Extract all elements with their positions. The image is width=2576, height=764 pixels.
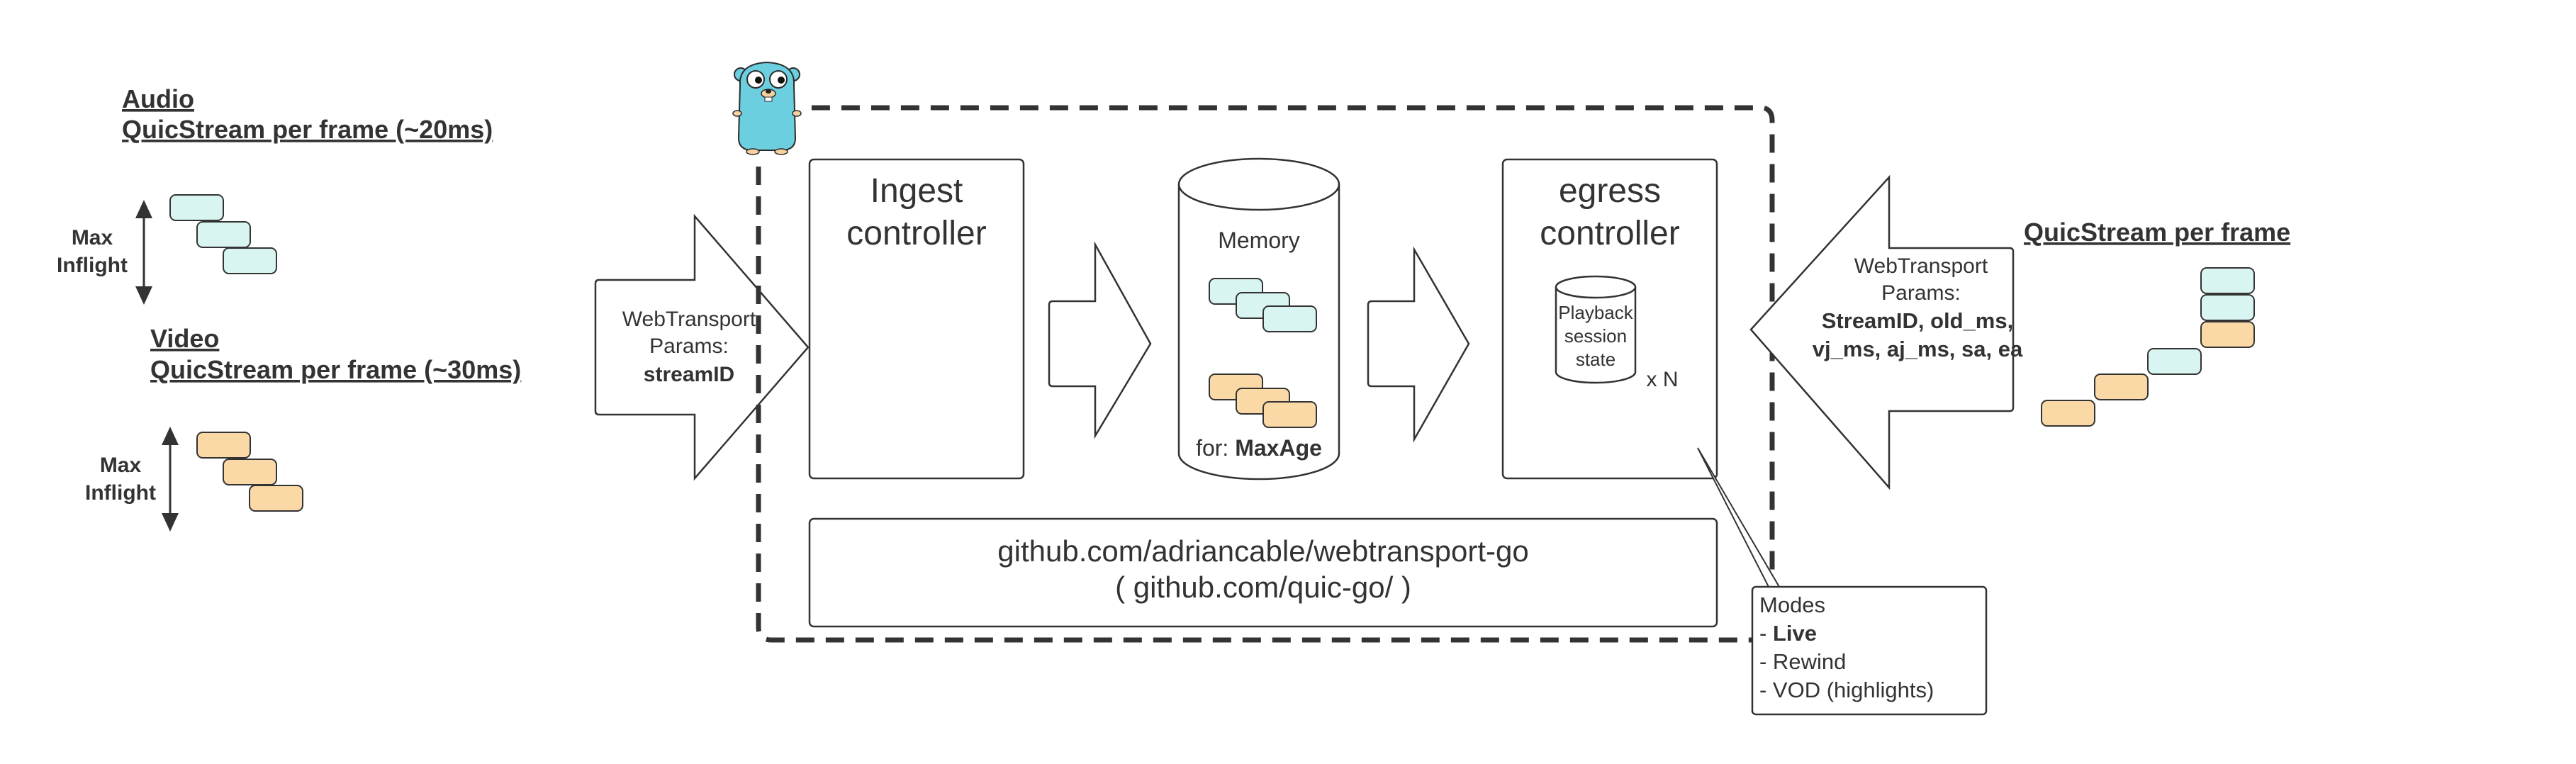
modes-item-live-prefix: -	[1759, 621, 1773, 646]
video-frame	[196, 432, 251, 459]
audio-frame	[196, 221, 251, 248]
memory-to-egress-arrow	[1367, 246, 1470, 443]
ingest-controller-line2: controller	[846, 215, 986, 252]
modes-title: Modes	[1759, 592, 1825, 617]
session-line2: session	[1564, 325, 1627, 347]
video-frame	[249, 485, 303, 512]
modes-item-rewind: - Rewind	[1759, 649, 1846, 674]
modes-item-live: - Live	[1759, 621, 1817, 646]
video-inflight-arrow-down	[162, 513, 179, 532]
library-box: github.com/adriancable/webtransport-go (…	[808, 517, 1718, 628]
client-frames: QuicStream per frame	[2024, 218, 2290, 427]
memory-label: Memory	[1218, 227, 1300, 253]
ingest-controller: Ingest controller	[808, 158, 1025, 480]
video-inflight-label-1: Max	[100, 454, 142, 477]
video-subtitle: QuicStream per frame (~30ms)	[150, 355, 521, 384]
right-label: QuicStream per frame	[2024, 218, 2290, 247]
audio-inflight-label-1: Max	[72, 226, 113, 249]
modes-item-live-label: Live	[1773, 621, 1817, 646]
audio-frame	[169, 194, 224, 221]
session-line1: Playback	[1558, 302, 1633, 323]
ingest-controller-line1: Ingest	[870, 172, 963, 210]
modes-callout: Modes - Live - Rewind - VOD (highlights)	[1697, 447, 1988, 716]
video-title: Video	[150, 324, 219, 353]
audio-inflight-label-2: Inflight	[57, 254, 128, 277]
memory-video-frame	[1262, 401, 1317, 428]
egress-controller: egress controller Playback session state…	[1501, 158, 1718, 480]
memory-retention: for: MaxAge	[1196, 435, 1322, 461]
client-video-frame	[2200, 321, 2255, 348]
ingest-arrow-line1: WebTransport	[622, 308, 756, 331]
ingest-arrow-line2: Params:	[649, 335, 729, 358]
playback-session-state: Playback session state	[1555, 275, 1637, 384]
egress-controller-line1: egress	[1559, 172, 1661, 210]
egress-controller-line2: controller	[1540, 215, 1679, 252]
audio-inflight-arrow-up	[135, 200, 152, 218]
ingest-to-memory-arrow	[1048, 241, 1152, 439]
server-boundary	[756, 105, 1775, 643]
audio-legend: Audio QuicStream per frame (~20ms) Max I…	[57, 84, 493, 305]
audio-frame	[223, 247, 277, 274]
video-inflight-arrow-up	[162, 427, 179, 445]
ingest-webtransport-arrow: WebTransport Params: streamID	[594, 213, 810, 481]
client-audio-frame	[2147, 348, 2202, 375]
memory-max-age: MaxAge	[1235, 435, 1322, 461]
egress-arrow-line1: WebTransport	[1854, 254, 1988, 278]
audio-title: Audio	[122, 84, 194, 113]
video-inflight-label-2: Inflight	[85, 481, 156, 505]
video-frame	[223, 459, 277, 485]
egress-arrow-line2: Params:	[1881, 281, 1961, 305]
client-audio-frame	[2200, 294, 2255, 321]
modes-item-vod: - VOD (highlights)	[1759, 678, 1934, 702]
video-legend: Video QuicStream per frame (~30ms) Max I…	[85, 324, 521, 532]
library-line2: ( github.com/quic-go/ )	[1115, 571, 1411, 604]
client-video-frame	[2041, 400, 2095, 427]
memory-store: Memory for: MaxAge	[1177, 157, 1340, 481]
egress-arrow-line4: vj_ms, aj_ms, sa, ea	[1813, 337, 2023, 361]
egress-webtransport-arrow: WebTransport Params: StreamID, old_ms, v…	[1749, 174, 2023, 490]
client-audio-frame	[2200, 267, 2255, 294]
library-line1: github.com/adriancable/webtransport-go	[997, 534, 1528, 568]
egress-arrow-line3: StreamID, old_ms,	[1822, 308, 2013, 333]
client-video-frame	[2094, 373, 2149, 400]
memory-audio-frame	[1262, 305, 1317, 332]
audio-subtitle: QuicStream per frame (~20ms)	[122, 115, 493, 144]
session-multiplier: x N	[1647, 368, 1679, 391]
ingest-arrow-line3: streamID	[644, 363, 734, 386]
gopher-mascot-icon	[732, 61, 802, 155]
memory-for-prefix: for:	[1196, 435, 1235, 461]
audio-inflight-arrow-down	[135, 286, 152, 305]
session-line3: state	[1576, 349, 1615, 370]
